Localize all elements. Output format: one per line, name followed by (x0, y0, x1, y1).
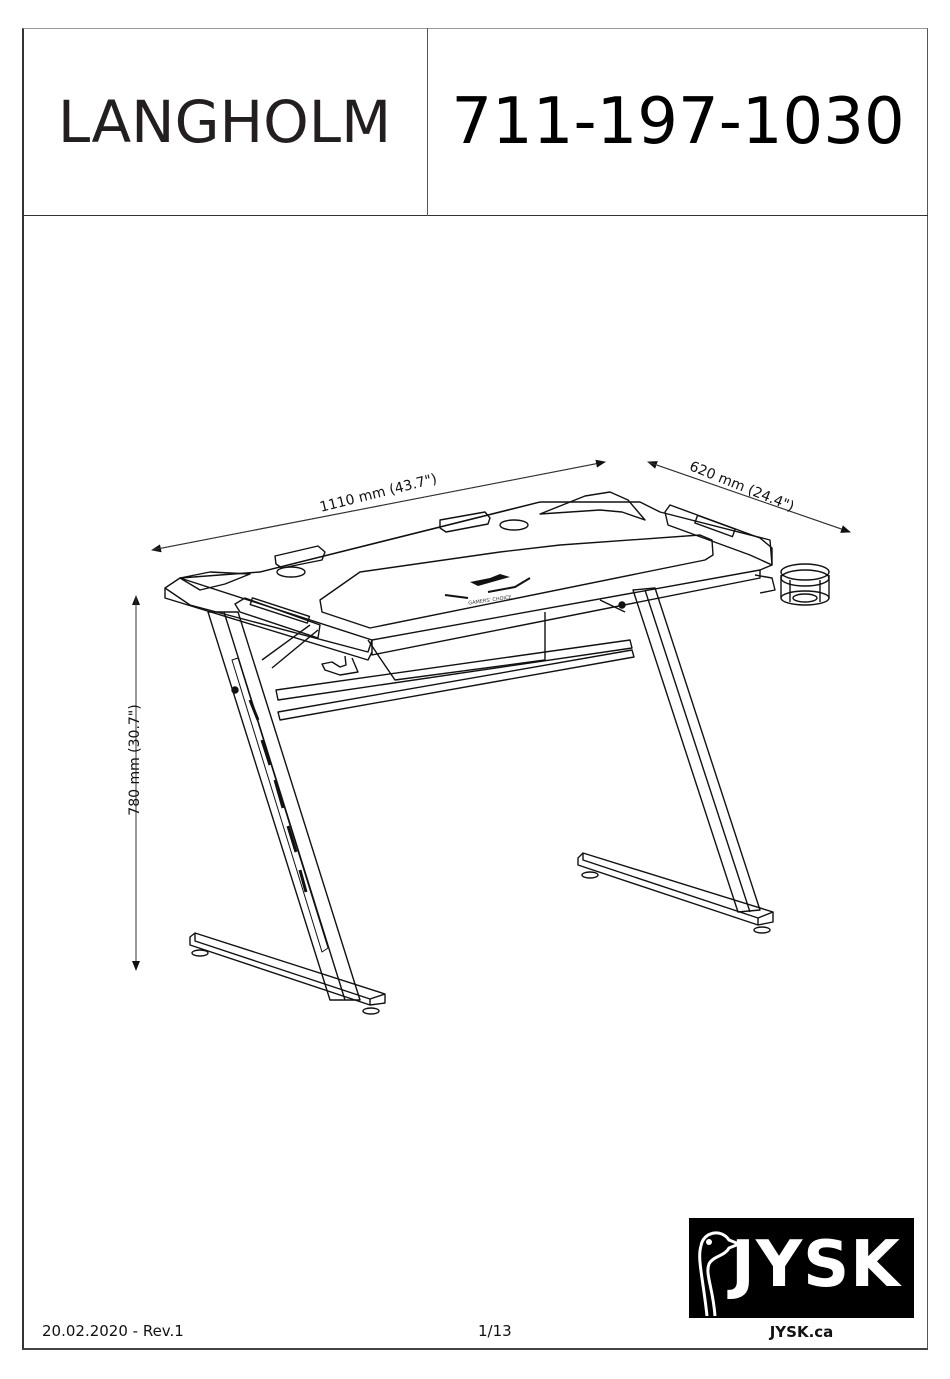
page-number: 1/13 (478, 1322, 512, 1340)
jysk-logo: JYSK (689, 1218, 914, 1318)
page-frame (22, 28, 928, 1350)
date-revision: 20.02.2020 - Rev.1 (42, 1322, 184, 1340)
article-number: 711-197-1030 (451, 85, 905, 159)
header-divider (427, 28, 428, 216)
title-block: LANGHOLM 711-197-1030 (22, 28, 928, 216)
brand-url: JYSK.ca (769, 1323, 834, 1341)
product-name: LANGHOLM (57, 88, 392, 156)
bird-icon (698, 1231, 743, 1317)
height-dimension-label: 780 mm (30.7") (127, 704, 143, 816)
logo-wordmark: JYSK (731, 1228, 901, 1302)
